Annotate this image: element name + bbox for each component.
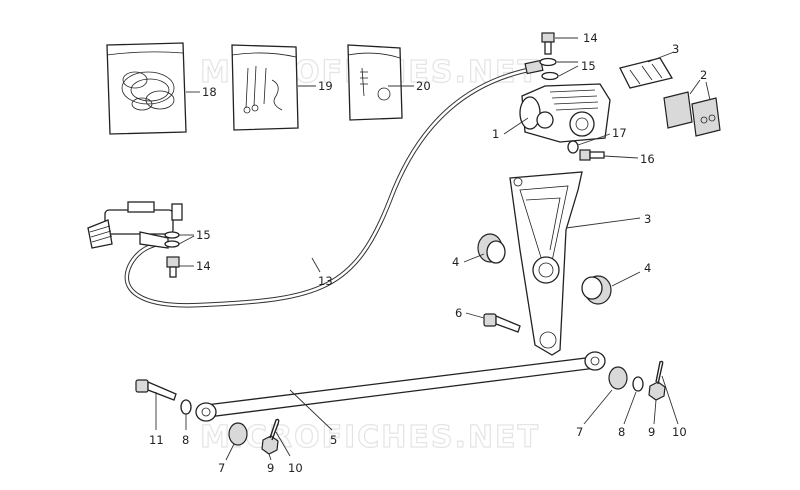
- callout-14-lower: 14: [196, 259, 211, 273]
- callout-7-left: 7: [218, 461, 225, 475]
- callout-15-lower: 15: [196, 228, 211, 242]
- callout-9-right: 9: [648, 425, 655, 439]
- split-pin-10-left: [269, 418, 280, 441]
- watermark-bottom: MICROFICHES.NET: [200, 420, 540, 455]
- nut-9-left: [261, 435, 279, 455]
- bushing-4-right: [581, 275, 612, 305]
- callout-14-upper: 14: [583, 31, 598, 45]
- callout-9-left: 9: [267, 461, 274, 475]
- callout-20: 20: [416, 79, 431, 93]
- seal-kit-bag-18: [106, 42, 187, 135]
- caliper-bracket-3: [509, 171, 583, 356]
- washer-8-left: [180, 399, 192, 415]
- brake-hose-13: [124, 59, 544, 308]
- bushing-7-left: [228, 422, 248, 446]
- callout-3-spring: 3: [672, 42, 679, 56]
- bushing-7-right: [608, 366, 628, 390]
- screw-16: [579, 149, 605, 161]
- pad-spring-3: [619, 57, 674, 89]
- pin-kit-bag-19: [231, 44, 299, 131]
- washers-15-upper: [539, 57, 559, 81]
- torque-rod-5: [195, 351, 606, 422]
- banjo-bolt-14-lower: [166, 256, 180, 278]
- split-pin-10-right: [655, 360, 664, 385]
- nut-9-right: [648, 381, 666, 401]
- callout-11: 11: [149, 433, 164, 447]
- callout-3-bracket: 3: [644, 212, 651, 226]
- callout-13: 13: [318, 274, 333, 288]
- callout-8-left: 8: [182, 433, 189, 447]
- screw-kit-bag-20: [347, 44, 403, 121]
- bushing-4-left: [477, 233, 506, 264]
- master-cylinder: [87, 201, 183, 249]
- leader-lines: [155, 37, 711, 461]
- callout-17: 17: [612, 126, 627, 140]
- callout-8-right: 8: [618, 425, 625, 439]
- callout-4-right: 4: [644, 261, 651, 275]
- callout-4-left: 4: [452, 255, 459, 269]
- washers-15-lower: [164, 231, 180, 248]
- callout-19: 19: [318, 79, 333, 93]
- bolt-6: [483, 313, 521, 333]
- callout-2: 2: [700, 68, 707, 82]
- callout-6: 6: [455, 306, 462, 320]
- brake-caliper-1: [519, 83, 611, 143]
- callout-16: 16: [640, 152, 655, 166]
- brake-pads-2: [663, 91, 721, 137]
- banjo-bolt-14-upper: [541, 32, 555, 55]
- callout-7-right: 7: [576, 425, 583, 439]
- bolt-11: [135, 379, 177, 401]
- callout-10-right: 10: [672, 425, 687, 439]
- callout-18: 18: [202, 85, 217, 99]
- callout-5: 5: [330, 433, 337, 447]
- callout-10-left: 10: [288, 461, 303, 475]
- washer-17: [567, 140, 579, 154]
- callout-1: 1: [492, 127, 499, 141]
- washer-8-right: [632, 376, 644, 392]
- callout-15-upper: 15: [581, 59, 596, 73]
